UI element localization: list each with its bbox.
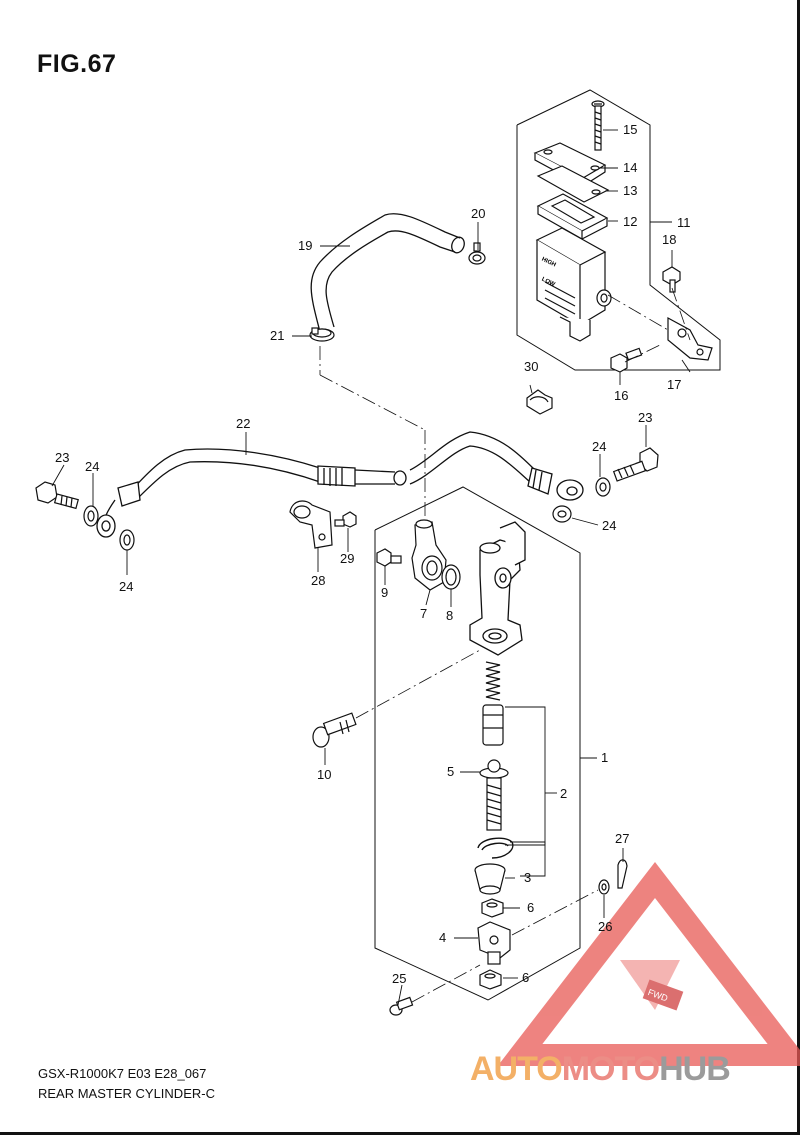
- push-rod: [479, 759, 509, 831]
- callout-24-right-lower: 24: [602, 518, 616, 533]
- master-cylinder-group-outline: [374, 486, 581, 1001]
- leader-lines: [51, 129, 691, 1006]
- union-bolt-left: [35, 481, 79, 510]
- hose-assembly-lines: [319, 346, 426, 518]
- reservoir-low-mark: LOW: [541, 277, 557, 288]
- callout-30: 30: [524, 359, 538, 374]
- reservoir-body: [535, 227, 612, 342]
- lock-nut-lower: [479, 969, 502, 990]
- reservoir-cap-screw: [591, 100, 605, 151]
- callout-1: 1: [601, 750, 608, 765]
- inlet-o-ring: [441, 564, 461, 590]
- guide-clamp-bolt: [334, 511, 357, 528]
- callout-24-right-upper: 24: [592, 439, 606, 454]
- callout-23-right: 23: [638, 410, 652, 425]
- inlet-screw: [376, 548, 402, 567]
- callout-29: 29: [340, 551, 354, 566]
- footer-model-code: GSX-R1000K7 E03 E28_067: [38, 1066, 207, 1081]
- callout-3: 3: [524, 870, 531, 885]
- figure-title: FIG.67: [37, 50, 117, 78]
- cylinder-mount-bolt: [312, 712, 357, 748]
- watermark-part-auto: AUTO: [470, 1050, 563, 1088]
- piston-cup: [482, 704, 504, 746]
- callout-2: 2: [560, 786, 567, 801]
- callout-19: 19: [298, 238, 312, 253]
- clevis-washer: [598, 879, 610, 895]
- reservoir-diaphragm: [536, 193, 609, 241]
- watermark-part-hub: HUB: [659, 1050, 731, 1088]
- callout-15: 15: [623, 122, 637, 137]
- return-spring: [485, 661, 501, 701]
- hose-clamp-lower: [309, 327, 335, 342]
- callout-16: 16: [614, 388, 628, 403]
- hose-guide-clamp: [289, 500, 333, 549]
- callout-23-left: 23: [55, 450, 69, 465]
- watermark-part-moto: MOTO: [561, 1050, 660, 1088]
- callout-22: 22: [236, 416, 250, 431]
- callout-6-lower: 6: [522, 970, 529, 985]
- callout-12: 12: [623, 214, 637, 229]
- circlip: [477, 837, 514, 859]
- master-cylinder-body: [469, 521, 526, 656]
- callout-labels: 15 14 13 12 11 18 16 17 20 19 21 30 22 2…: [55, 122, 691, 986]
- callout-28: 28: [311, 573, 325, 588]
- callout-11: 11: [677, 215, 691, 230]
- reservoir-group-outline: [516, 89, 721, 371]
- callout-24-left-lower: 24: [119, 579, 133, 594]
- dust-boot: [474, 863, 506, 895]
- inlet-fitting: [411, 519, 447, 591]
- bracket-bolt: [662, 266, 681, 293]
- clevis-pin: [389, 996, 414, 1016]
- clevis-assembly-lines: [411, 889, 599, 1003]
- reservoir-high-mark: HIGH: [541, 257, 557, 269]
- hose-clip: [526, 389, 553, 415]
- reservoir-hose: [310, 213, 465, 333]
- footer-figure-name: REAR MASTER CYLINDER-C: [38, 1086, 215, 1101]
- callout-4: 4: [439, 930, 446, 945]
- callout-20: 20: [471, 206, 485, 221]
- reservoir-mount-bolt: [610, 347, 643, 373]
- callout-18: 18: [662, 232, 676, 247]
- lock-nut-upper: [481, 898, 504, 918]
- clevis-joint: [477, 921, 511, 965]
- callout-17: 17: [667, 377, 681, 392]
- reservoir-plate: [536, 165, 610, 203]
- callout-10: 10: [317, 767, 331, 782]
- callout-14: 14: [623, 160, 637, 175]
- callout-21: 21: [270, 328, 284, 343]
- callout-5: 5: [447, 764, 454, 779]
- callout-26: 26: [598, 919, 612, 934]
- callout-13: 13: [623, 183, 637, 198]
- cotter-pin: [617, 859, 628, 889]
- callout-6-upper: 6: [527, 900, 534, 915]
- callout-25: 25: [392, 971, 406, 986]
- hose-clamp-upper: [468, 242, 486, 265]
- callout-24-left-upper: 24: [85, 459, 99, 474]
- callout-27: 27: [615, 831, 629, 846]
- watermark-text: AUTOMOTOHUB: [470, 1050, 731, 1089]
- brake-hose: [96, 431, 584, 538]
- callout-9: 9: [381, 585, 388, 600]
- union-bolt-right: [612, 447, 659, 482]
- callout-7: 7: [420, 606, 427, 621]
- reservoir-assembly-lines: [607, 287, 691, 363]
- callout-8: 8: [446, 608, 453, 623]
- watermark-logo: FWD: [497, 861, 800, 1066]
